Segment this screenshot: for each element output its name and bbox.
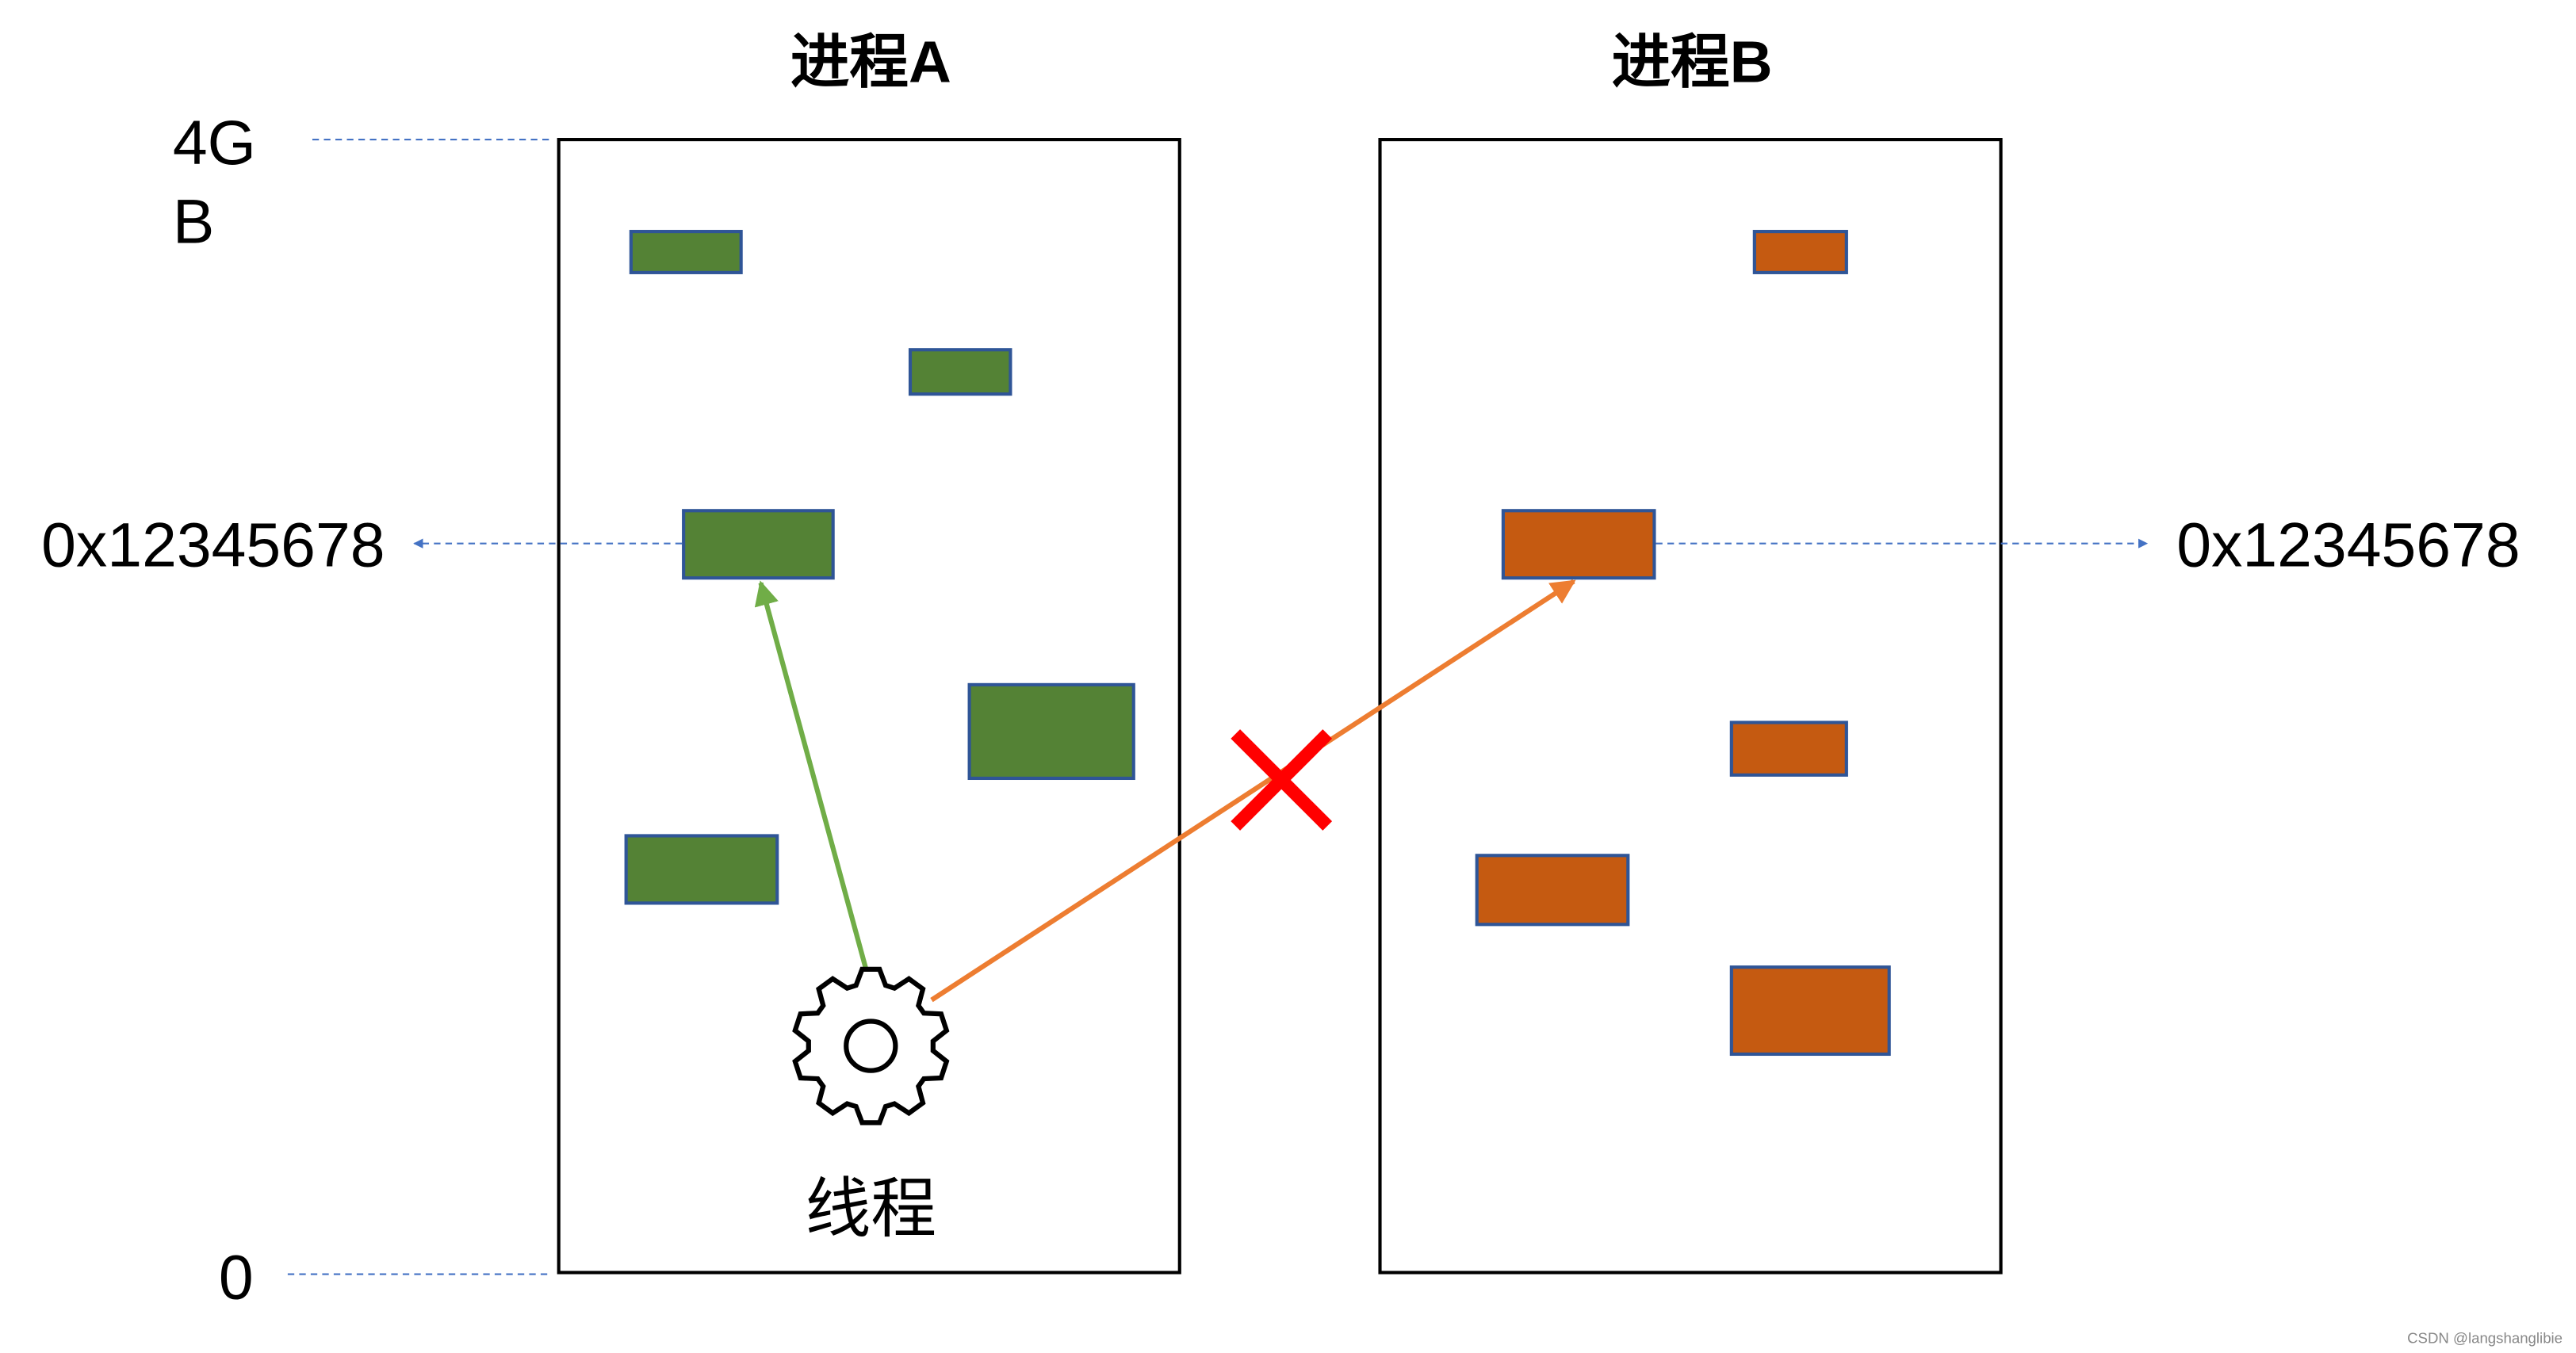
green-access-arrow — [754, 580, 869, 970]
memory-block — [908, 348, 1012, 396]
axis-bottom-label: 0 — [219, 1243, 254, 1313]
memory-block — [1475, 854, 1630, 927]
process-b-title: 进程B — [1612, 29, 1773, 95]
process-a-blocks — [624, 230, 1135, 905]
address-left-label: 0x12345678 — [41, 510, 385, 580]
cross-icon — [1231, 729, 1333, 831]
memory-block-target — [682, 509, 835, 580]
process-b-box — [1378, 138, 2003, 1275]
memory-block — [624, 834, 779, 905]
memory-block — [967, 682, 1135, 781]
process-a-title: 进程A — [790, 29, 951, 95]
memory-block-target — [1501, 509, 1656, 580]
watermark: CSDN @langshanglibie — [2407, 1330, 2563, 1347]
gear-icon — [792, 966, 950, 1126]
thread-label: 线程 — [805, 1172, 936, 1246]
memory-block — [1729, 965, 1891, 1057]
memory-block — [629, 230, 743, 274]
axis-top-label-unit: B — [173, 187, 215, 257]
address-right-label: 0x12345678 — [2176, 510, 2520, 580]
axis-top-label: 4G — [173, 108, 256, 178]
memory-block — [1729, 720, 1848, 777]
process-a-box — [557, 138, 1181, 1275]
orange-access-arrow — [930, 579, 1576, 1003]
process-b-blocks — [1475, 230, 1891, 1057]
memory-block — [1752, 230, 1848, 274]
